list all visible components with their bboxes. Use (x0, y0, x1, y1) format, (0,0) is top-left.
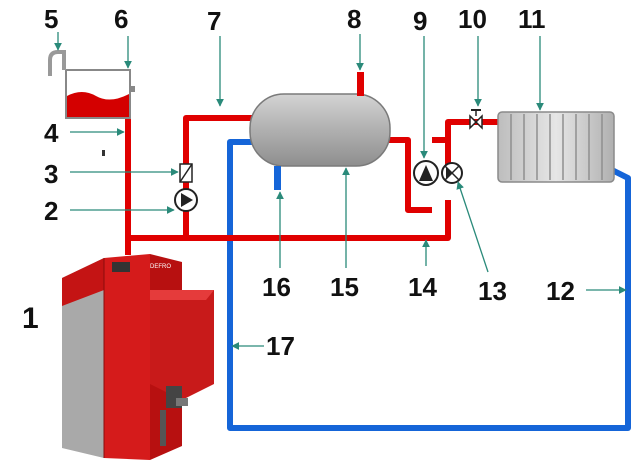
label-9: 9 (413, 6, 428, 36)
accumulator-tank (249, 72, 391, 190)
radiator-valve (469, 109, 483, 130)
label-11: 11 (518, 4, 546, 34)
radiator (497, 111, 615, 183)
label-1: 1 (22, 302, 39, 335)
label-5: 5 (44, 4, 59, 34)
label-8: 8 (347, 4, 362, 34)
expansion-tank (65, 69, 135, 119)
boiler-pump (174, 188, 198, 212)
pump-icon (419, 165, 433, 181)
boiler: DEFRO (62, 254, 214, 460)
label-2: 2 (44, 196, 59, 226)
check-valve (179, 163, 193, 183)
mixing-valve (441, 162, 463, 184)
label-6: 6 (114, 4, 129, 34)
cold-return-pipe (227, 139, 631, 431)
pump-icon (181, 193, 193, 207)
circuit-pump (413, 160, 439, 186)
label-12: 12 (546, 276, 575, 306)
label-15: 15 (330, 272, 359, 302)
label-14: 14 (408, 272, 437, 302)
label-4: 4 (44, 118, 59, 148)
label-10: 10 (458, 4, 487, 34)
label-13: 13 (478, 276, 507, 306)
label-3: 3 (44, 159, 59, 189)
overflow-pipe (48, 50, 66, 76)
label-17: 17 (266, 331, 295, 361)
radiator-valve-icon (469, 114, 483, 130)
check-valve-icon (179, 163, 193, 183)
boiler-brand: DEFRO (150, 264, 171, 270)
label-16: 16 (262, 272, 291, 302)
label-7: 7 (207, 6, 222, 36)
level-mark (102, 150, 105, 156)
leader-lines (54, 32, 627, 350)
